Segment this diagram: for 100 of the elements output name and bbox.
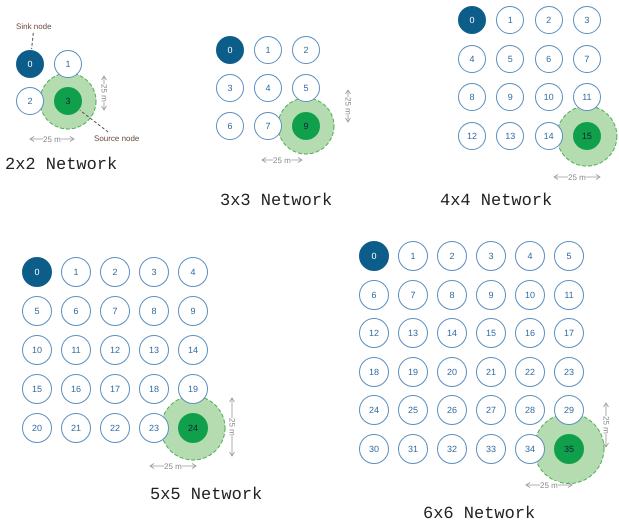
sensor-node-circle: 21 xyxy=(61,413,91,443)
sensor-node-circle: 1 xyxy=(496,6,524,34)
sensor-node-circle: 2 xyxy=(292,36,320,64)
sensor-node-circle: 19 xyxy=(398,356,428,386)
sensor-node-circle: 14 xyxy=(437,318,467,348)
sensor-node-circle: 23 xyxy=(139,413,169,443)
sensor-node-circle: 11 xyxy=(61,335,91,365)
sensor-node-circle: 16 xyxy=(515,318,545,348)
sensor-node-circle: 13 xyxy=(139,335,169,365)
sensor-node-circle: 11 xyxy=(554,280,584,310)
sensor-node-circle: 4 xyxy=(178,257,208,287)
sensor-node-circle: 6 xyxy=(534,44,563,73)
sensor-node-circle: 32 xyxy=(437,434,467,464)
sensor-node-circle: 17 xyxy=(100,374,130,404)
sensor-node-circle: 18 xyxy=(359,356,389,386)
sensor-node-circle: 5 xyxy=(22,296,52,326)
sensor-node-circle: 7 xyxy=(254,112,282,140)
sensor-node-circle: 30 xyxy=(359,434,389,464)
sensor-node-circle: 2 xyxy=(437,241,467,271)
sensor-node-circle: 9 xyxy=(178,296,208,326)
sensor-node-circle: 12 xyxy=(359,318,389,348)
sensor-node-circle: 10 xyxy=(534,83,563,112)
sensor-node-circle: 5 xyxy=(292,74,320,102)
sensor-node-circle: 1 xyxy=(398,241,428,271)
sensor-node-circle: 13 xyxy=(496,122,524,150)
dimension-label: 25 m xyxy=(344,97,352,115)
sensor-node-circle: 7 xyxy=(398,280,428,310)
sensor-node-circle: 6 xyxy=(216,112,244,140)
sensor-node-circle: 20 xyxy=(437,356,467,386)
sensor-node-circle: 22 xyxy=(100,413,130,443)
sensor-node-circle: 6 xyxy=(359,280,389,310)
sensor-node-circle: 20 xyxy=(22,413,52,443)
sensor-node-circle: 27 xyxy=(476,395,506,425)
callout-text: Sink node xyxy=(16,22,52,31)
sensor-node-circle: 8 xyxy=(458,83,486,112)
sensor-node-circle: 22 xyxy=(515,356,545,386)
sensor-node-circle: 7 xyxy=(572,44,601,73)
sensor-node-circle: 33 xyxy=(476,434,506,464)
network-title: 5x5 Network xyxy=(150,486,262,505)
dimension-label: 25 m xyxy=(164,462,182,470)
sensor-node-circle: 14 xyxy=(178,335,208,365)
sensor-node-circle: 3 xyxy=(216,74,244,102)
sensor-node-circle: 6 xyxy=(61,296,91,326)
callout-text: Source node xyxy=(94,134,140,143)
network-title: 6x6 Network xyxy=(423,505,536,524)
dimension-label: 25 m xyxy=(540,480,558,490)
sink-node-circle: 0 xyxy=(359,241,389,271)
sensor-node-circle: 9 xyxy=(476,280,506,310)
sensor-node-circle: 4 xyxy=(515,241,545,271)
sensor-node-circle: 19 xyxy=(178,374,208,404)
sensor-node-circle: 10 xyxy=(515,280,545,310)
sensor-node-circle: 3 xyxy=(476,241,506,271)
sensor-node-circle: 5 xyxy=(554,241,584,271)
sensor-node-circle: 4 xyxy=(254,74,282,102)
sensor-node-circle: 3 xyxy=(139,257,169,287)
sensor-node-circle: 10 xyxy=(22,335,52,365)
leader-line xyxy=(31,32,34,50)
sensor-node-circle: 25 xyxy=(398,395,428,425)
sensor-node-circle: 34 xyxy=(515,434,545,464)
sensor-node-circle: 13 xyxy=(398,318,428,348)
sensor-node-circle: 21 xyxy=(476,356,506,386)
sink-node-circle: 0 xyxy=(458,6,486,34)
sensor-node-circle: 2 xyxy=(100,257,130,287)
dimension-label: 25 m xyxy=(100,84,108,102)
sensor-node-circle: 29 xyxy=(554,395,584,425)
sensor-node-circle: 2 xyxy=(534,6,563,34)
sensor-node-circle: 26 xyxy=(437,395,467,425)
sensor-node-circle: 12 xyxy=(458,122,486,150)
sensor-node-circle: 17 xyxy=(554,318,584,348)
dimension-label: 25 m xyxy=(43,134,61,144)
sensor-node-circle: 12 xyxy=(100,335,130,365)
dimension-label: 25 m xyxy=(568,172,586,182)
sensor-node-circle: 23 xyxy=(554,356,584,386)
sensor-node-circle: 1 xyxy=(61,257,91,287)
sensor-node-circle: 9 xyxy=(496,83,524,112)
sensor-node-circle: 15 xyxy=(22,374,52,404)
sensor-node-circle: 15 xyxy=(476,318,506,348)
sensor-node-circle: 14 xyxy=(534,122,563,150)
dimension-label: 25 m xyxy=(228,418,236,436)
sensor-node-circle: 2 xyxy=(16,87,44,115)
sensor-node-circle: 31 xyxy=(398,434,428,464)
network-title: 2x2 Network xyxy=(5,156,118,175)
network-title: 4x4 Network xyxy=(440,192,552,211)
sensor-node-circle: 24 xyxy=(359,395,389,425)
leader-line xyxy=(79,110,109,133)
sensor-node-circle: 8 xyxy=(139,296,169,326)
sensor-node-circle: 18 xyxy=(139,374,169,404)
sensor-node-circle: 1 xyxy=(254,36,282,64)
sensor-node-circle: 4 xyxy=(458,44,486,73)
sensor-node-circle: 8 xyxy=(437,280,467,310)
dimension-label: 25 m xyxy=(602,416,610,434)
dimension-label: 25 m xyxy=(273,156,291,164)
sensor-node-circle: 11 xyxy=(572,83,601,112)
sink-node-circle: 0 xyxy=(216,36,244,64)
sensor-node-circle: 7 xyxy=(100,296,130,326)
sensor-node-circle: 28 xyxy=(515,395,545,425)
network-title: 3x3 Network xyxy=(220,192,332,211)
sensor-node-circle: 1 xyxy=(54,50,82,78)
sensor-node-circle: 3 xyxy=(572,6,601,34)
sink-node-circle: 0 xyxy=(16,50,44,78)
